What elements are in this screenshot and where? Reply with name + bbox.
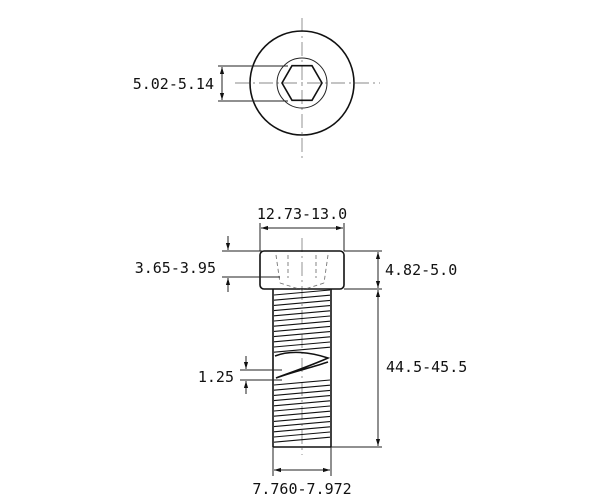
- thread-line: [273, 415, 331, 422]
- thread-line: [273, 389, 331, 396]
- thread-line: [273, 305, 331, 312]
- thread-line: [273, 320, 331, 327]
- thread-line: [273, 310, 331, 317]
- thread-line: [273, 436, 331, 443]
- thread-line: [273, 289, 331, 296]
- thread-line: [273, 395, 331, 402]
- thread-pitch-label: 1.25: [198, 368, 234, 386]
- thread-line: [273, 426, 331, 433]
- thread-line: [273, 325, 331, 332]
- thread-line: [273, 346, 331, 353]
- thread-line: [273, 431, 331, 438]
- thread-line: [273, 294, 331, 301]
- thread-line: [273, 336, 331, 343]
- thread-line: [273, 379, 331, 386]
- screw-head: [259, 250, 345, 290]
- side-view: 12.73-13.0 3.65-3.95 4.82-5.0 44.5-45.5 …: [135, 205, 468, 498]
- hex-socket: [281, 64, 323, 102]
- thread-line: [273, 315, 331, 322]
- top-view: 5.02-5.14: [133, 18, 380, 160]
- screw-shank: [272, 289, 332, 448]
- thread-line: [273, 405, 331, 412]
- socket-depth-label: 3.65-3.95: [135, 259, 216, 277]
- hidden-socket-lines: [275, 254, 329, 291]
- thread-line: [273, 341, 331, 348]
- thread-diameter-label: 7.760-7.972: [252, 480, 351, 498]
- head-outer-circle: [249, 30, 355, 136]
- thread-line: [273, 410, 331, 417]
- head-height-label: 4.82-5.0: [385, 261, 457, 279]
- thread-line: [273, 400, 331, 407]
- thread-line: [273, 384, 331, 391]
- socket-counterbore-circle: [276, 57, 328, 109]
- thread-line: [273, 421, 331, 428]
- thread-length-label: 44.5-45.5: [386, 358, 467, 376]
- thread-lines: [273, 289, 331, 443]
- head-diameter-label: 12.73-13.0: [257, 205, 347, 223]
- thread-line: [273, 299, 331, 306]
- socket-dimension-label: 5.02-5.14: [133, 75, 214, 93]
- thread-line: [273, 331, 331, 338]
